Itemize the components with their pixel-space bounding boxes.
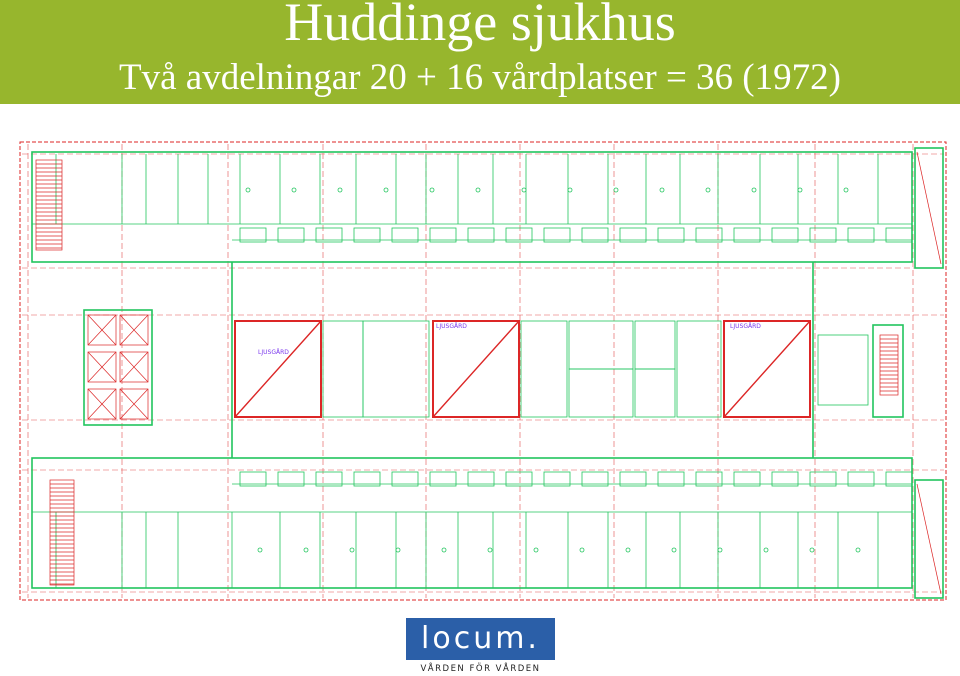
logo-wordmark: locum. [421, 621, 540, 656]
svg-text:LJUSGÅRD: LJUSGÅRD [730, 323, 761, 330]
page-title: Huddinge sjukhus [284, 0, 676, 52]
light-court-1: LJUSGÅRD [234, 320, 322, 418]
logo-tagline: VÅRDEN FÖR VÅRDEN [420, 664, 541, 674]
floor-plan: LJUSGÅRD LJUSGÅRD LJUSGÅRD [19, 141, 947, 601]
svg-text:LJUSGÅRD: LJUSGÅRD [436, 323, 467, 330]
light-court-2: LJUSGÅRD [432, 320, 520, 418]
locum-logo: locum. [406, 618, 555, 660]
light-court-3: LJUSGÅRD [723, 320, 811, 418]
page-subtitle: Två avdelningar 20 + 16 vårdplatser = 36… [119, 57, 841, 98]
svg-text:LJUSGÅRD: LJUSGÅRD [258, 349, 289, 356]
title-banner: Huddinge sjukhus Två avdelningar 20 + 16… [0, 0, 960, 104]
